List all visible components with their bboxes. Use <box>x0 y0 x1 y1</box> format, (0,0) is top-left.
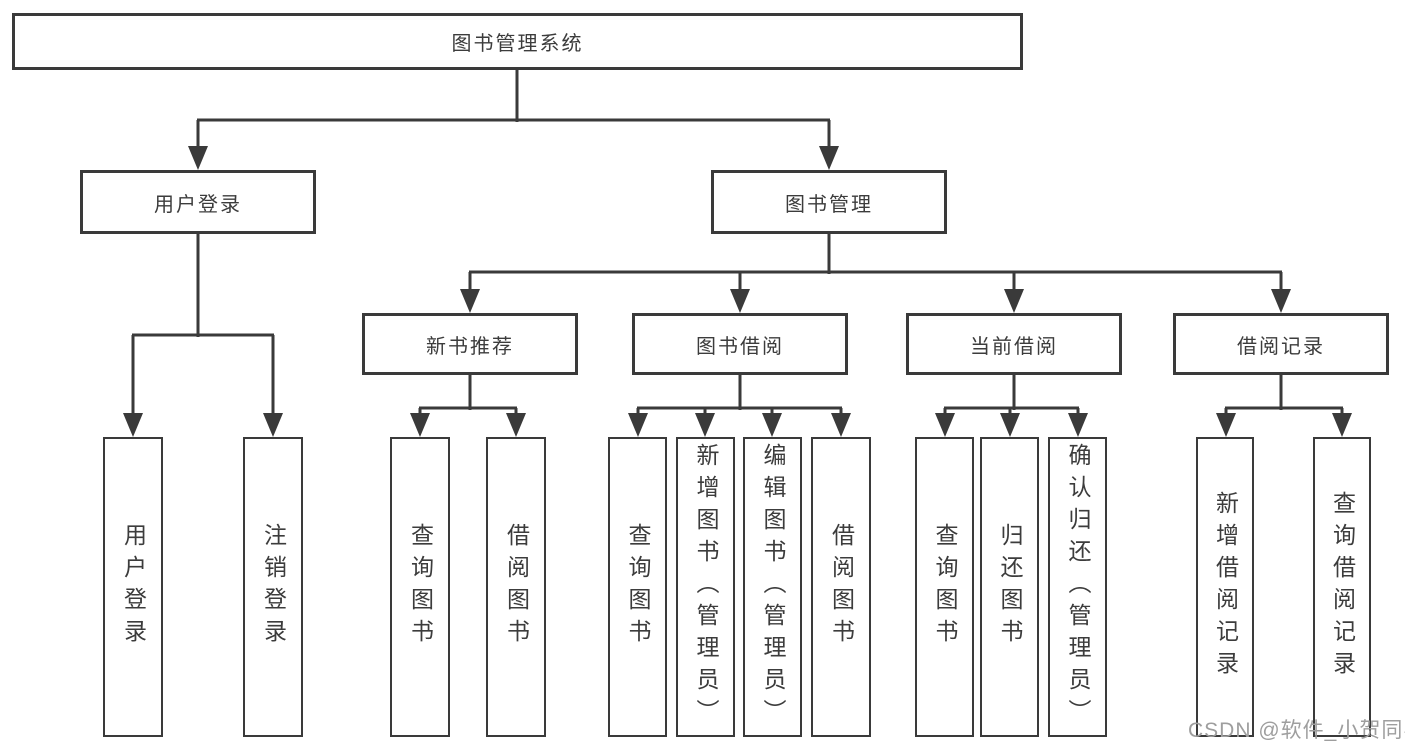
node-new-book-recommend: 新书推荐 <box>362 313 578 375</box>
node-book-management: 图书管理 <box>711 170 947 234</box>
leaf-query-books-borrow: 查询图书 <box>608 437 667 737</box>
leaf-query-books-recommend: 查询图书 <box>390 437 450 737</box>
leaf-query-borrow-record: 查询借阅记录 <box>1313 437 1371 737</box>
leaf-borrow-books: 借阅图书 <box>811 437 871 737</box>
leaf-user-login: 用户登录 <box>103 437 163 737</box>
node-book-borrow: 图书借阅 <box>632 313 848 375</box>
leaf-logout: 注销登录 <box>243 437 303 737</box>
leaf-add-book-admin: 新增图书（管理员） <box>676 437 735 737</box>
leaf-borrow-books-recommend: 借阅图书 <box>486 437 546 737</box>
leaf-edit-book-admin: 编辑图书（管理员） <box>743 437 802 737</box>
node-current-borrow: 当前借阅 <box>906 313 1122 375</box>
csdn-watermark: CSDN @软件_小贺同学 <box>1188 719 1405 742</box>
leaf-return-book: 归还图书 <box>980 437 1039 737</box>
node-user-login: 用户登录 <box>80 170 316 234</box>
leaf-query-books-current: 查询图书 <box>915 437 974 737</box>
node-borrow-records: 借阅记录 <box>1173 313 1389 375</box>
node-library-system: 图书管理系统 <box>12 13 1023 70</box>
leaf-confirm-return-admin: 确认归还（管理员） <box>1048 437 1107 737</box>
leaf-add-borrow-record: 新增借阅记录 <box>1196 437 1254 737</box>
